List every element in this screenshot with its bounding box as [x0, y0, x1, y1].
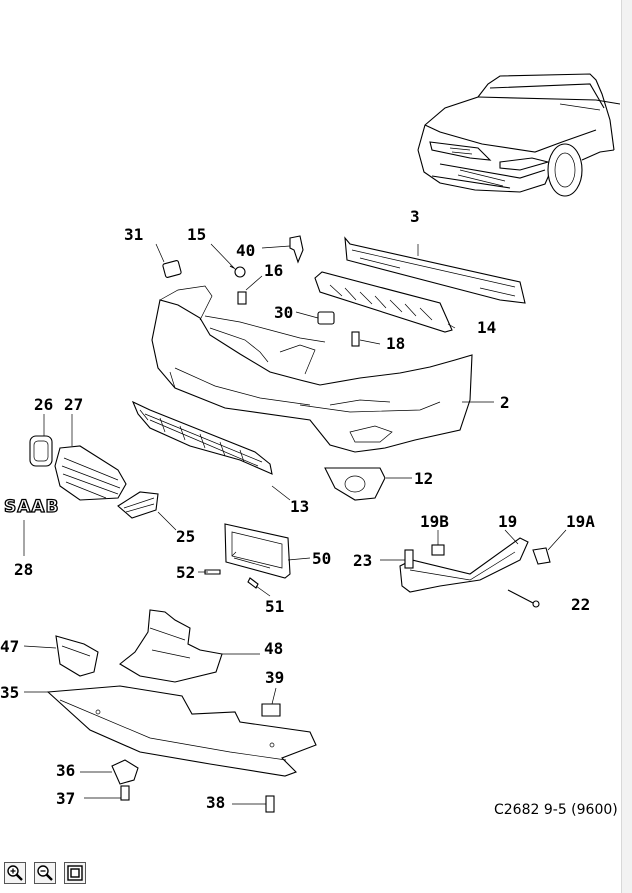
part-16-screw — [237, 291, 247, 305]
callout-19: 19 — [498, 512, 517, 531]
part-26-emblem — [29, 435, 53, 467]
part-31-clip — [162, 260, 182, 278]
callout-39: 39 — [265, 668, 284, 687]
zoom-in-button[interactable] — [4, 862, 26, 884]
callout-14: 14 — [477, 318, 496, 337]
part-36-bracket — [111, 759, 139, 785]
callout-3: 3 — [410, 207, 420, 226]
part-35-underbody-panel — [46, 685, 317, 777]
part-39-clip — [261, 703, 281, 717]
callout-51: 51 — [265, 597, 284, 616]
callout-19a: 19A — [566, 512, 595, 531]
callout-labels: 3 31 15 40 16 30 14 18 2 26 27 12 13 28 25 19B 19 19A 23 22… — [0, 207, 595, 812]
magnifier-minus-icon — [37, 865, 53, 881]
callout-15: 15 — [187, 225, 206, 244]
callout-12: 12 — [414, 469, 433, 488]
part-13-lower-grille — [131, 400, 273, 475]
part-22-bolt — [507, 589, 540, 608]
callout-36: 36 — [56, 761, 75, 780]
exploded-parts-diagram: SAAB — [0, 73, 620, 818]
callout-40: 40 — [236, 241, 255, 260]
callout-31: 31 — [124, 225, 143, 244]
part-47-air-duct — [55, 635, 99, 677]
callout-35: 35 — [0, 683, 19, 702]
zoom-out-button[interactable] — [34, 862, 56, 884]
saab-logo: SAAB — [4, 497, 60, 517]
callout-30: 30 — [274, 303, 293, 322]
part-19a-clip — [532, 547, 551, 565]
callout-47: 47 — [0, 637, 19, 656]
callout-22: 22 — [571, 595, 590, 614]
part-2-bumper-cover — [151, 285, 473, 453]
callout-13: 13 — [290, 497, 309, 516]
callout-38: 38 — [206, 793, 225, 812]
part-38-screw — [265, 795, 275, 813]
part-18-screw — [351, 331, 360, 347]
callout-23: 23 — [353, 551, 372, 570]
part-25-grille-insert — [117, 491, 159, 519]
part-15-screw — [229, 265, 246, 278]
part-23-bolt — [404, 549, 414, 569]
part-27-grille — [54, 445, 127, 501]
part-19b-clip — [431, 544, 445, 556]
car-reference-drawing — [417, 73, 620, 197]
callout-2: 2 — [500, 393, 510, 412]
callout-28: 28 — [14, 560, 33, 579]
callout-leader-lines — [23, 243, 567, 805]
part-40-bracket — [289, 235, 304, 264]
part-19-bumper-bracket — [399, 537, 529, 593]
callout-52: 52 — [176, 563, 195, 582]
diagram-caption: C2682 9-5 (9600) — [494, 802, 618, 818]
callout-50: 50 — [312, 549, 331, 568]
magnifier-plus-icon — [7, 865, 23, 881]
callout-27: 27 — [64, 395, 83, 414]
part-50-license-plate-holder — [224, 523, 291, 579]
part-3-bumper-reinforcement — [344, 236, 526, 304]
callout-16: 16 — [264, 261, 283, 280]
part-28-saab-badge: SAAB — [3, 496, 60, 517]
fit-page-button[interactable] — [64, 862, 86, 884]
part-51-screw — [247, 577, 259, 589]
part-52-screw — [204, 569, 221, 575]
callout-37: 37 — [56, 789, 75, 808]
part-30-plug — [317, 311, 335, 325]
scrollbar-track[interactable] — [621, 0, 632, 893]
part-37-screw — [120, 785, 130, 801]
part-48-air-guide — [119, 609, 223, 683]
part-14-grille-carrier — [314, 271, 453, 333]
part-12-fog-lamp-bezel — [324, 467, 386, 501]
fit-page-icon — [67, 865, 83, 881]
callout-48: 48 — [264, 639, 283, 658]
callout-19b: 19B — [420, 512, 449, 531]
viewer-toolbar — [0, 858, 621, 893]
callout-26: 26 — [34, 395, 53, 414]
callout-25: 25 — [176, 527, 195, 546]
callout-18: 18 — [386, 334, 405, 353]
